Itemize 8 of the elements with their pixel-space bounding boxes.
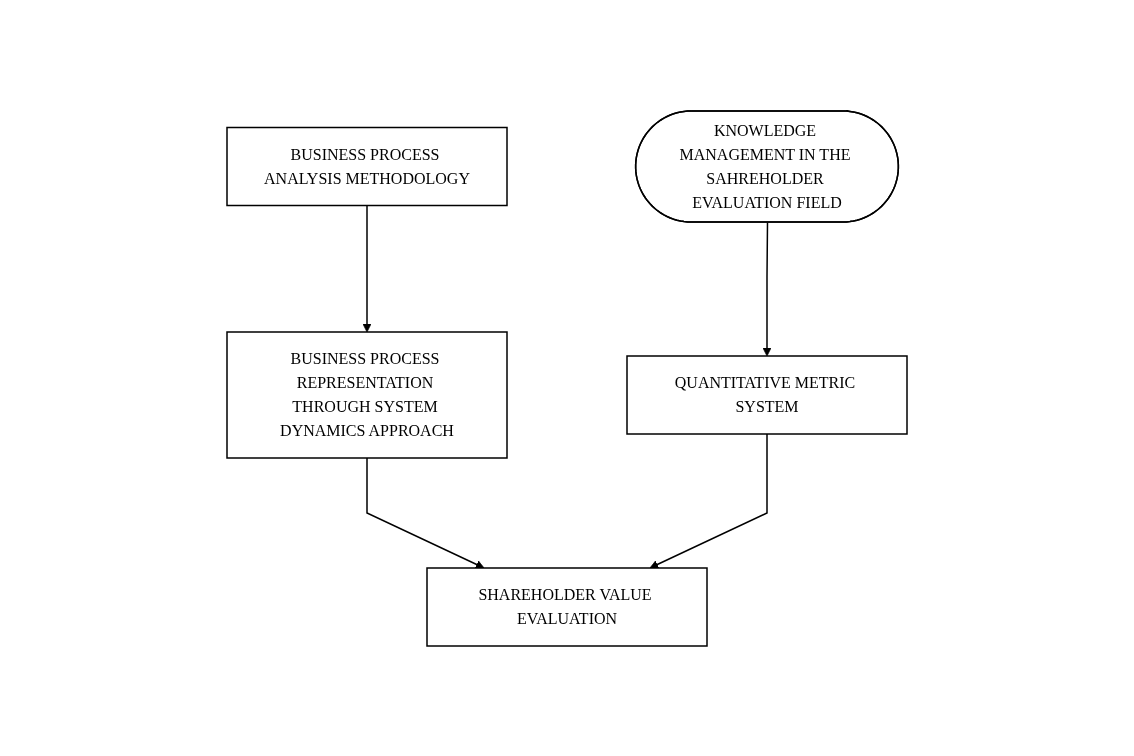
node-box: BUSINESS PROCESS REPRESENTATION THROUGH SYSTEM DYNAMICS APPROACH	[226, 330, 508, 459]
arrow	[362, 204, 372, 332]
node-box: BUSINESS PROCESS ANALYSIS METHODOLOGY	[226, 126, 508, 206]
arrow	[366, 456, 485, 569]
arrow	[649, 432, 768, 569]
arrow	[762, 221, 772, 356]
node-box: SHAREHOLDER VALUE EVALUATION	[426, 566, 708, 647]
node-box: QUANTITATIVE METRIC SYSTEM	[626, 354, 908, 435]
